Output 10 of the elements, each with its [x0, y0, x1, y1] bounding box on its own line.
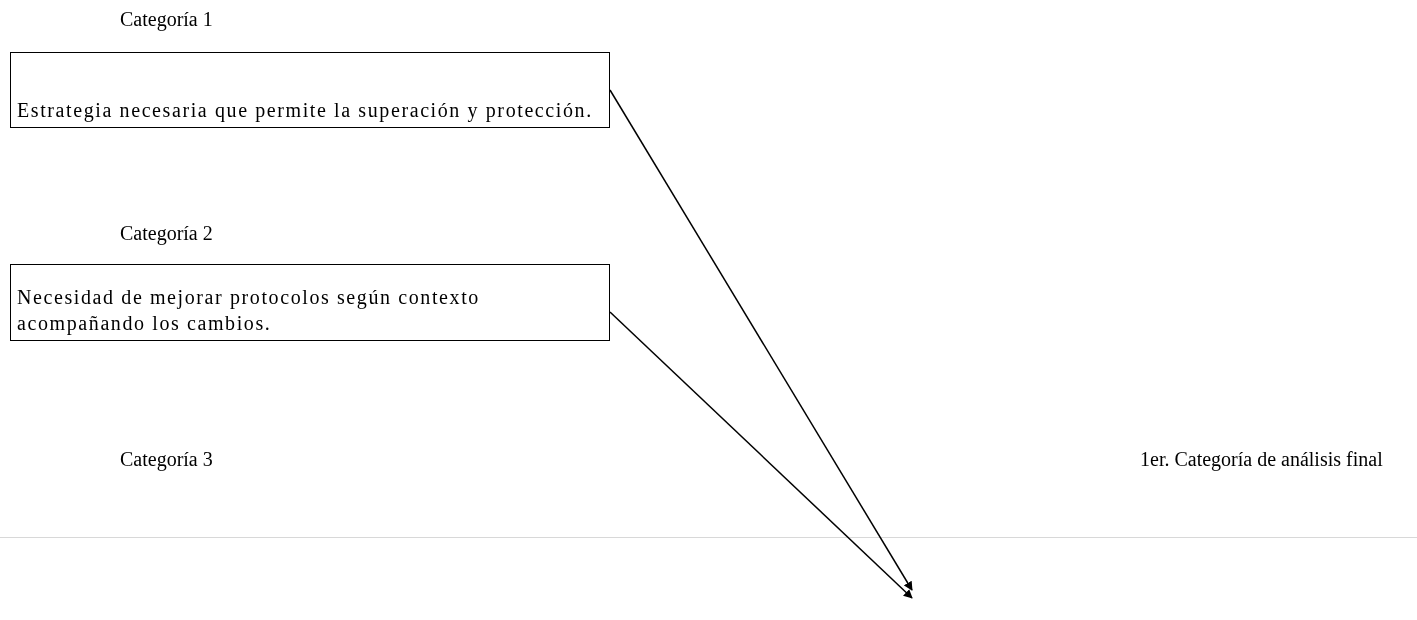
category-heading: Categoría 1 [120, 8, 213, 31]
label-text: 1er. Categoría de análisis final [1140, 448, 1383, 471]
text-box [10, 264, 610, 341]
label-text: Categoría 3 [120, 448, 213, 471]
text-box [10, 52, 610, 128]
box-text: Necesidad de mejorar protocolos según contexto acompañando los cambios. [17, 285, 481, 336]
box-text: Estrategia necesaria que permite la superación y protección. [17, 98, 593, 123]
category-heading: Categoría 2 [120, 222, 213, 245]
arrow [609, 311, 913, 599]
arrow [609, 89, 913, 591]
